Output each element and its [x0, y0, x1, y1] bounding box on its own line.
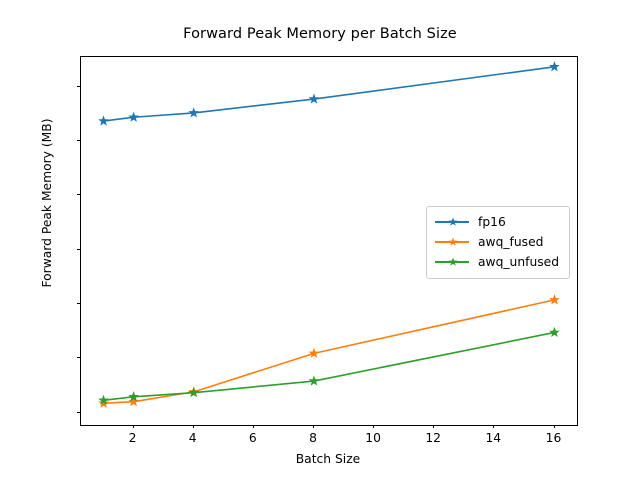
legend-swatch-icon	[433, 235, 471, 249]
chart-title: Forward Peak Memory per Batch Size	[183, 26, 457, 42]
data-point-marker	[128, 391, 139, 402]
data-point-marker	[308, 375, 320, 386]
legend-swatch-icon	[433, 215, 471, 229]
data-point-marker	[188, 107, 200, 118]
y-axis-label: Forward Peak Memory (MB)	[40, 118, 54, 288]
legend-star-icon	[448, 257, 458, 266]
data-point-marker	[188, 387, 200, 398]
legend-label: awq_unfused	[478, 255, 560, 269]
series-fp16	[98, 61, 560, 126]
data-point-marker	[308, 93, 320, 104]
legend-item-awq_unfused[interactable]: awq_unfused	[433, 252, 563, 272]
data-point-marker	[128, 111, 139, 122]
x-tick-mark	[132, 424, 134, 428]
x-tick-label: 2	[128, 431, 137, 445]
y-tick-mark	[76, 85, 80, 87]
x-tick-label: 6	[248, 431, 257, 445]
series-awq_fused	[98, 294, 560, 408]
x-tick-label: 8	[309, 431, 317, 445]
data-point-marker	[308, 347, 320, 358]
x-tick-mark	[252, 424, 254, 428]
x-axis-label: Batch Size	[295, 452, 361, 466]
legend: fp16 awq_fused awq_unfused	[426, 206, 570, 279]
data-point-marker	[549, 294, 560, 305]
series-line	[102, 65, 556, 122]
data-point-marker	[549, 326, 560, 338]
legend-item-fp16[interactable]: fp16	[433, 212, 563, 232]
data-point-marker	[98, 397, 109, 408]
x-tick-mark	[553, 424, 555, 428]
y-tick-mark	[76, 140, 80, 142]
series-line	[102, 299, 556, 405]
y-tick-mark	[76, 303, 80, 304]
y-tick-mark	[76, 357, 80, 359]
legend-label: awq_fused	[478, 235, 544, 249]
data-point-marker	[549, 61, 560, 72]
x-tick-mark	[433, 424, 435, 428]
data-point-marker	[98, 115, 109, 126]
series-line	[102, 331, 556, 402]
legend-swatch-icon	[433, 255, 471, 269]
y-tick-mark	[76, 194, 80, 196]
x-tick-mark	[313, 424, 314, 428]
x-tick-mark	[373, 424, 375, 428]
legend-item-awq_fused[interactable]: awq_fused	[433, 232, 563, 252]
plot-area	[80, 56, 578, 426]
data-point-marker	[128, 396, 139, 407]
x-tick-label: 10	[365, 431, 381, 445]
x-tick-mark	[493, 424, 495, 428]
series-awq_unfused	[98, 326, 560, 405]
plot-series-svg	[98, 61, 560, 408]
y-tick-mark	[76, 248, 80, 250]
x-tick-mark	[192, 424, 194, 428]
legend-star-icon	[448, 217, 458, 226]
legend-star-icon	[448, 237, 458, 246]
y-tick-mark	[76, 411, 80, 413]
x-tick-label: 16	[545, 431, 562, 445]
x-tick-label: 14	[485, 431, 502, 445]
data-point-marker	[98, 394, 109, 405]
legend-label: fp16	[478, 215, 506, 229]
x-tick-label: 12	[425, 431, 442, 445]
x-tick-label: 4	[188, 431, 197, 445]
